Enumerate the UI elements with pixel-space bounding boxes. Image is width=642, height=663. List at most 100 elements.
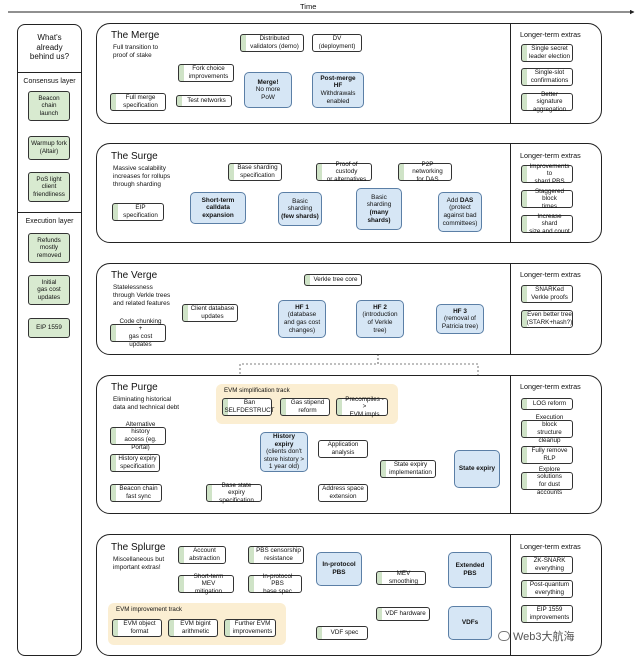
merge-post-title: Post-merge HF	[320, 74, 356, 90]
surge-extra-1: Improvements to shard PBS	[521, 163, 573, 185]
splurge-evm-object-format: EVM object format	[112, 619, 162, 637]
sidebar-divider-mid	[17, 212, 82, 213]
surge-extras-divider	[510, 143, 511, 243]
surge-basic-few-bold: (few shards)	[281, 212, 319, 220]
verge-hf1: HF 1 (database and gas cost changes)	[278, 300, 326, 338]
sidebar-item-gas-cost: Initial gas cost updates	[28, 275, 70, 305]
purge-extra-1: LOG reform	[521, 398, 573, 410]
verge-extra-1: SNARKed Verkle proofs	[521, 285, 573, 303]
watermark: Web3大航海	[498, 628, 575, 644]
merge-dv-deployment: DV (deployment)	[312, 34, 362, 52]
verge-extras-divider	[510, 263, 511, 355]
surge-basic-many-bold: (many shards)	[367, 209, 391, 224]
merge-merge-node: Merge! No more PoW	[244, 72, 292, 108]
merge-merge-title: Merge!	[257, 78, 279, 86]
surge-proof-of-custody: Proof of custody or alternatives	[316, 161, 372, 183]
splurge-vdf-spec: VDF spec	[316, 626, 368, 640]
splurge-pbs-base-spec: In-protocol PBS base spec	[248, 573, 302, 595]
splurge-title: The Splurge	[111, 542, 166, 553]
surge-basic-many-label: Basic sharding	[366, 193, 392, 209]
watermark-text: Web3大航海	[513, 631, 575, 643]
surge-add-das: Add DAS (protect against bad committees)	[438, 192, 482, 232]
sidebar-panel	[17, 24, 82, 656]
surge-basic-few-label: Basic sharding	[287, 197, 313, 213]
sidebar-item-eip1559: EIP 1559	[28, 318, 70, 338]
purge-title: The Purge	[111, 382, 158, 393]
surge-short-term-calldata: Short-term calldata expansion	[190, 192, 246, 224]
purge-gas-stipend: Gas stipend reform	[280, 398, 330, 416]
verge-hf2-title: HF 2	[373, 303, 387, 311]
merge-extras-title: Longer-term extras	[520, 30, 581, 39]
purge-state-expiry-impl: State expiry implementation	[380, 460, 436, 478]
verge-title: The Verge	[111, 270, 158, 281]
merge-merge-sub: No more PoW	[255, 86, 281, 101]
merge-title: The Merge	[111, 30, 160, 41]
purge-precompiles: Precompiles -> EVM impls	[336, 396, 388, 418]
surge-title: The Surge	[111, 151, 158, 162]
surge-basic-many: Basic sharding (many shards)	[356, 188, 402, 230]
purge-beacon-fast-sync: Beacon chain fast sync	[110, 484, 162, 502]
splurge-track-label: EVM improvement track	[116, 606, 183, 613]
verge-client-db: Client database updates	[182, 304, 238, 322]
splurge-evm-bigint: EVM bigint arithmetic	[168, 619, 218, 637]
merge-distributed-validators: Distributed validators (demo)	[240, 34, 304, 52]
surge-p2p-das: P2P networking for DAS	[398, 161, 452, 183]
purge-extras-title: Longer-term extras	[520, 382, 581, 391]
splurge-account-abstraction: Account abstraction	[178, 546, 226, 564]
splurge-desc: Miscellaneous but important extras!	[113, 556, 165, 571]
verge-hf1-title: HF 1	[295, 303, 309, 311]
sidebar-item-refunds: Refunds mostly removed	[28, 233, 70, 263]
splurge-vdfs: VDFs	[448, 606, 492, 640]
splurge-in-protocol-pbs: In-protocol PBS	[316, 552, 362, 586]
purge-extras-divider	[510, 375, 511, 514]
purge-address-space: Address space extension	[318, 484, 368, 502]
merge-extras-divider	[510, 23, 511, 124]
purge-history-spec: History expiry specification	[110, 454, 160, 472]
surge-extra-3: Increase shard size and count	[521, 213, 573, 235]
surge-eip-spec: EIP specification	[112, 203, 164, 221]
execution-layer-header: Execution layer	[25, 218, 74, 225]
splurge-extra-1: ZK-SNARK everything	[521, 556, 573, 574]
splurge-pbs-censorship: PBS censorship resistance	[248, 546, 304, 564]
purge-extra-4: Explore solutions for dust accounts	[521, 466, 573, 496]
sidebar-item-altair: Warmup fork (Altair)	[28, 136, 70, 160]
surge-das-post: (protect against bad committees)	[442, 204, 478, 227]
purge-state-expiry: State expiry	[454, 450, 500, 488]
surge-basic-few: Basic sharding (few shards)	[278, 192, 322, 226]
merge-post-sub: Withdrawals enabled	[320, 90, 356, 105]
purge-application-analysis: Application analysis	[318, 440, 368, 458]
verge-code-chunking: Code chunking + gas cost updates	[110, 318, 166, 348]
surge-panel	[96, 143, 602, 243]
surge-das-pre: Add	[446, 196, 459, 204]
splurge-extras-title: Longer-term extras	[520, 542, 581, 551]
surge-base-sharding-spec: Base sharding specification	[228, 163, 282, 181]
sidebar-item-beacon-chain: Beacon chain launch	[28, 91, 70, 121]
splurge-extended-pbs: Extended PBS	[448, 552, 492, 588]
splurge-extra-2: Post-quantum everything	[521, 580, 573, 598]
verge-extra-2: Even better tree (STARK+hash?)	[521, 310, 573, 328]
merge-extra-1: Single secret leader election	[521, 44, 573, 62]
verge-hf3: HF 3 (removal of Patricia tree)	[436, 304, 484, 334]
verge-hf2: HF 2 (introduction of Verkle tree)	[356, 300, 404, 338]
purge-track-label: EVM simplification track	[224, 387, 290, 394]
purge-history-expiry: History expiry (clients don't store hist…	[260, 432, 308, 472]
splurge-extras-divider	[510, 534, 511, 656]
verge-hf3-title: HF 3	[453, 307, 467, 315]
verge-hf3-sub: (removal of Patricia tree)	[441, 315, 479, 330]
purge-hist-title: History expiry	[272, 433, 296, 448]
sidebar-divider-top	[17, 72, 82, 73]
consensus-layer-header: Consensus layer	[23, 78, 76, 85]
splurge-extra-3: EIP 1559 improvements	[521, 605, 573, 623]
merge-fork-choice: Fork choice improvements	[178, 64, 234, 82]
merge-test-networks: Test networks	[176, 95, 232, 107]
surge-extras-title: Longer-term extras	[520, 151, 581, 160]
surge-extra-2: Staggered block times	[521, 188, 573, 210]
merge-full-spec: Full merge specification	[110, 93, 166, 111]
verge-verkle-core: Verkle tree core	[304, 274, 362, 286]
verge-hf2-sub: (introduction of Verkle tree)	[362, 311, 398, 334]
surge-das-bold: DAS	[459, 196, 474, 204]
surge-das-line1: Add DAS	[447, 197, 474, 205]
wechat-icon	[498, 631, 510, 641]
sidebar-question: What's already behind us?	[29, 33, 70, 61]
splurge-vdf-hardware: VDF hardware	[376, 607, 430, 621]
